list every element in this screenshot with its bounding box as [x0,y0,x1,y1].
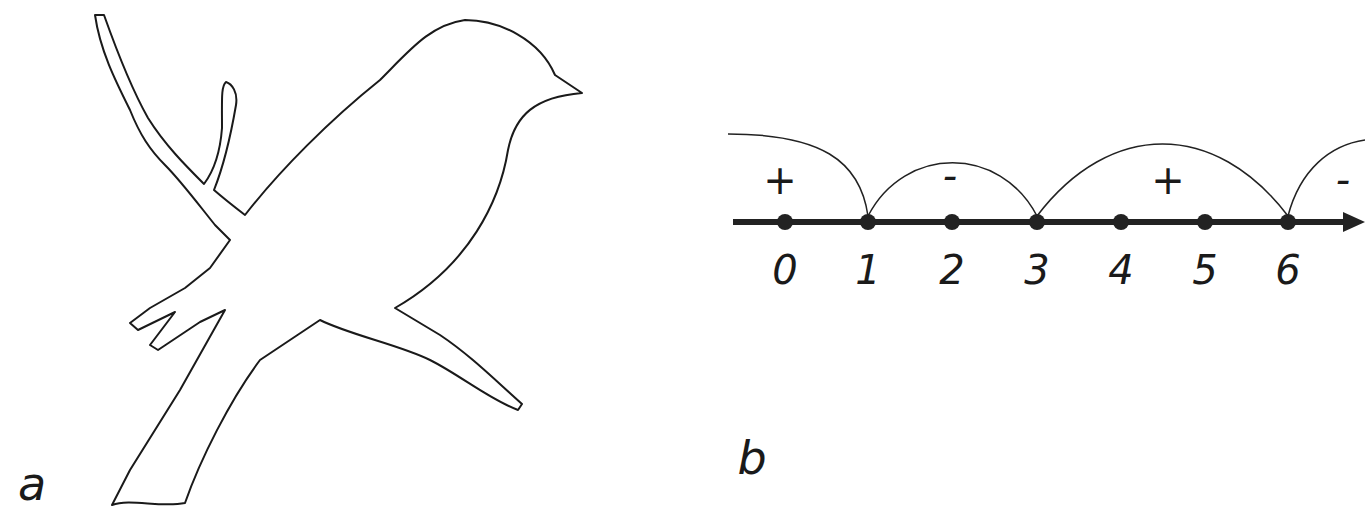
axis-number: 0 [772,250,797,290]
point-dot [1280,214,1296,230]
axis-number: 3 [1024,250,1049,290]
sign-mark: + [1151,160,1185,200]
interval-arc [1037,144,1288,216]
axis-number: 5 [1192,250,1217,290]
bird-outline [95,15,582,505]
interval-arc [728,134,868,216]
point-dot [1029,214,1045,230]
tick-dots [777,214,1296,230]
sign-arcs [728,134,1365,216]
panel-letter: a [18,461,46,507]
axis-number: 4 [1108,250,1133,290]
point-dot [777,214,793,230]
point-dot [1197,214,1213,230]
axis-number: 6 [1275,250,1300,290]
panel-letter: b [737,435,766,481]
point-dot [860,214,876,230]
sign-mark: - [943,156,957,196]
axis-number: 2 [939,250,964,290]
point-dot [944,214,960,230]
point-dot [1113,214,1129,230]
axis-arrowhead [1343,212,1365,232]
axis-number: 1 [855,250,880,290]
interval-arc [1288,140,1365,216]
sign-mark: - [1336,160,1350,200]
sign-mark: + [763,160,797,200]
